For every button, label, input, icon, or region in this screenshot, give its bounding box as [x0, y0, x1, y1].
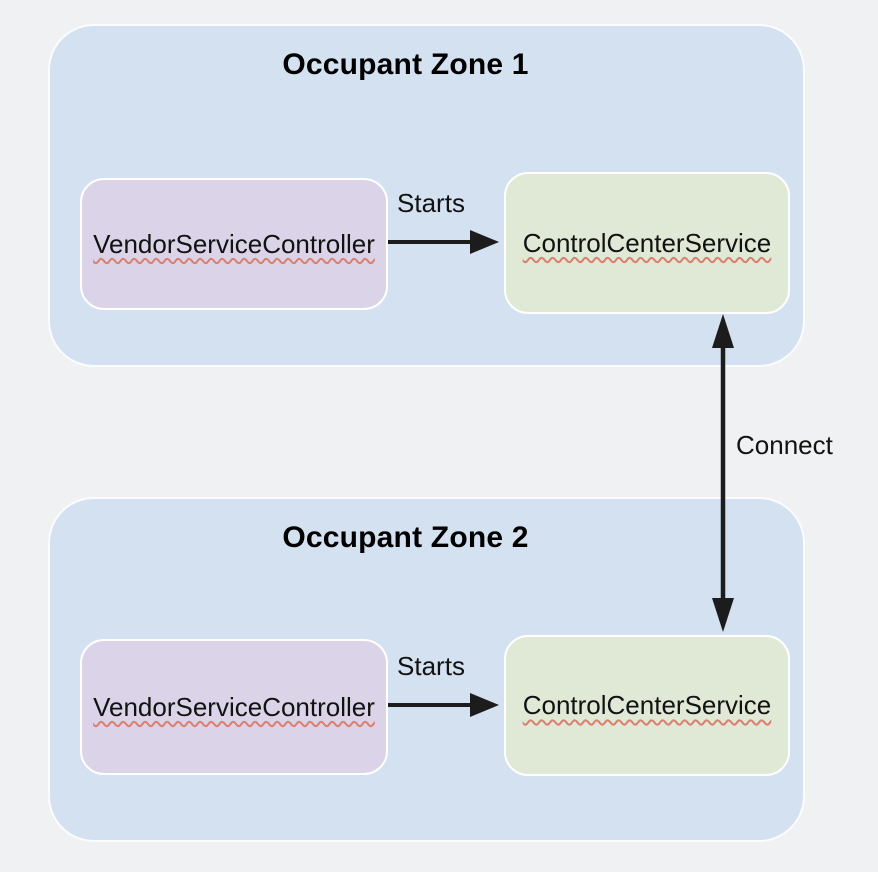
control-center-service-label: ControlCenterService	[522, 690, 772, 720]
vendor-service-controller-box-zone2: VendorServiceController	[80, 639, 388, 775]
control-center-service-label: ControlCenterService	[522, 227, 772, 258]
vendor-service-controller-box-zone1: VendorServiceController	[80, 178, 388, 310]
control-center-service-box-zone2: ControlCenterService	[504, 635, 790, 776]
occupant-zone-1: Occupant Zone 1 VendorServiceController …	[48, 24, 805, 367]
vendor-service-controller-label: VendorServiceController	[93, 228, 375, 259]
control-center-service-box-zone1: ControlCenterService	[504, 172, 790, 314]
starts-label-zone2: Starts	[397, 651, 465, 681]
starts-label-zone1: Starts	[397, 188, 465, 218]
occupant-zone-2: Occupant Zone 2 VendorServiceController …	[48, 497, 805, 842]
zone-1-title: Occupant Zone 1	[282, 48, 529, 81]
vendor-service-controller-label: VendorServiceController	[93, 691, 375, 722]
zone-2-title: Occupant Zone 2	[282, 521, 529, 554]
connect-label: Connect	[736, 430, 833, 460]
